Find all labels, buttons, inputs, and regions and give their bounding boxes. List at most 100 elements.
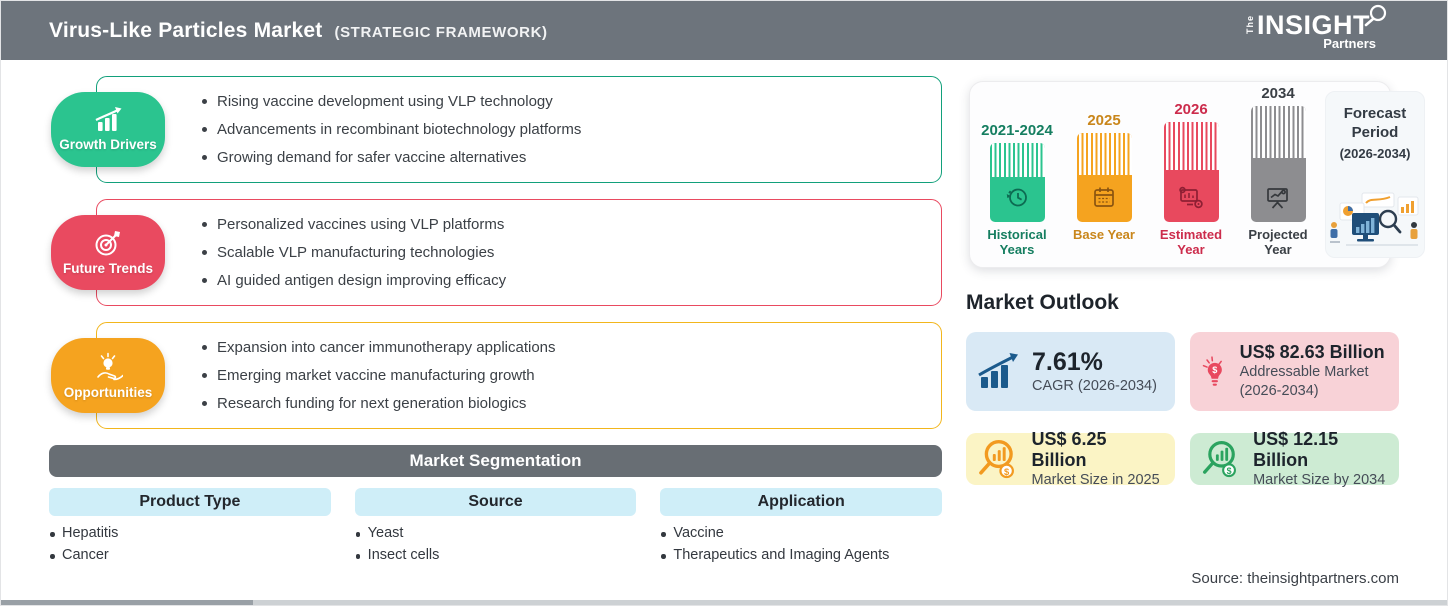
stat-text: 7.61% CAGR (2026-2034) xyxy=(1032,348,1157,396)
cagr-card: 7.61% CAGR (2026-2034) xyxy=(966,332,1175,411)
bar-year: 2021-2024 xyxy=(981,122,1053,139)
timeline-bar-projected: 2034 Projected Year xyxy=(1242,85,1314,258)
list-item: Hepatitis xyxy=(49,525,331,541)
estimated-year-bar xyxy=(1163,122,1219,222)
bullet-item: Scalable VLP manufacturing technologies xyxy=(202,241,506,264)
bullet-item: Expansion into cancer immunotherapy appl… xyxy=(202,336,556,359)
future-trends-section: Future Trends Personalized vaccines usin… xyxy=(49,199,942,306)
market-size-2034-card: $ US$ 12.15 Billion Market Size by 2034 xyxy=(1190,429,1399,488)
bar-year: 2034 xyxy=(1261,85,1295,102)
growth-drivers-bullets: Rising vaccine development using VLP tec… xyxy=(97,86,581,174)
title-wrap: Virus-Like Particles Market (STRATEGIC F… xyxy=(49,19,548,43)
growth-drivers-badge: Growth Drivers xyxy=(51,92,165,167)
page-title: Virus-Like Particles Market xyxy=(49,18,323,42)
framework-column: Growth Drivers Rising vaccine developmen… xyxy=(49,76,943,569)
svg-text:$: $ xyxy=(1004,466,1010,477)
future-trends-bullets: Personalized vaccines using VLP platform… xyxy=(97,209,506,297)
list-item: Yeast xyxy=(355,525,637,541)
monitor-gear-icon xyxy=(1179,186,1203,209)
stat-label: Market Size in 2025 xyxy=(1031,471,1160,488)
bullet-item: Emerging market vaccine manufacturing gr… xyxy=(202,364,556,387)
stat-text: US$ 6.25 Billion Market Size in 2025 xyxy=(1031,429,1165,490)
bar-label: Projected Year xyxy=(1248,227,1308,257)
bullet-item: Rising vaccine development using VLP tec… xyxy=(202,90,581,113)
growth-chart-icon xyxy=(95,107,122,131)
svg-text:$: $ xyxy=(1227,466,1232,476)
segmentation-col-product-type: Product Type Hepatitis Cancer xyxy=(49,488,331,569)
timeline-bar-estimated: 2026 Estimated Y xyxy=(1155,101,1227,258)
growth-drivers-box: Rising vaccine development using VLP tec… xyxy=(96,76,942,183)
market-segmentation-bar: Market Segmentation xyxy=(49,445,942,477)
magnifier-icon xyxy=(1364,4,1387,27)
insight-partners-logo: The INSIGHT Partners xyxy=(1244,4,1389,50)
bullet-item: Advancements in recombinant biotechnolog… xyxy=(202,118,581,141)
bar-label: Base Year xyxy=(1073,227,1135,242)
segmentation-items: Vaccine Therapeutics and Imaging Agents xyxy=(660,525,942,563)
bottom-strip xyxy=(1,600,1447,605)
bullet-item: Growing demand for safer vaccine alterna… xyxy=(202,146,581,169)
segmentation-col-source: Source Yeast Insect cells xyxy=(354,488,637,569)
market-outlook-title: Market Outlook xyxy=(966,291,1119,314)
future-trends-label: Future Trends xyxy=(62,260,153,276)
segmentation-items: Hepatitis Cancer xyxy=(49,525,331,563)
list-item: Therapeutics and Imaging Agents xyxy=(660,547,942,563)
calendar-icon xyxy=(1094,187,1114,207)
opportunities-bullets: Expansion into cancer immunotherapy appl… xyxy=(97,332,556,420)
stat-label: Market Size by 2034 xyxy=(1253,471,1386,488)
future-trends-badge: Future Trends xyxy=(51,215,165,290)
stat-value: US$ 12.15 Billion xyxy=(1253,428,1339,470)
timeline-bars: 2021-2024 Historical Years 2025 xyxy=(981,85,1314,258)
logo-wordmark: INSIGHT xyxy=(1256,9,1370,40)
market-segmentation-title: Market Segmentation xyxy=(409,451,582,470)
page-subtitle: (STRATEGIC FRAMEWORK) xyxy=(334,23,548,41)
analytics-illustration xyxy=(1330,192,1419,246)
idea-hand-icon xyxy=(97,352,123,380)
source-attribution: Source: theinsightpartners.com xyxy=(1191,570,1399,587)
addressable-market-card: $ US$ 82.63 Billion Addressable Market (… xyxy=(1190,332,1399,411)
projected-year-bar xyxy=(1250,106,1306,222)
magnifier-chart-dollar-icon: $ xyxy=(1202,441,1236,478)
forecast-title: Forecast Period xyxy=(1343,105,1407,141)
opportunities-badge: Opportunities xyxy=(51,338,165,413)
future-trends-box: Personalized vaccines using VLP platform… xyxy=(96,199,942,306)
list-item: Insect cells xyxy=(355,547,637,563)
timeline-bar-base: 2025 Base Year xyxy=(1068,112,1140,258)
bullet-item: Personalized vaccines using VLP platform… xyxy=(202,213,506,236)
opportunities-label: Opportunities xyxy=(63,384,153,400)
bar-year: 2025 xyxy=(1087,112,1121,129)
segmentation-col-application: Application Vaccine Therapeutics and Ima… xyxy=(660,488,943,569)
bullet-item: AI guided antigen design improving effic… xyxy=(202,269,506,292)
stat-value: US$ 82.63 Billion xyxy=(1239,342,1385,363)
growth-drivers-label: Growth Drivers xyxy=(59,137,157,152)
stat-text: US$ 12.15 Billion Market Size by 2034 xyxy=(1253,429,1389,490)
segmentation-header: Source xyxy=(354,488,637,516)
logo-top: The INSIGHT xyxy=(1244,4,1389,40)
list-item: Cancer xyxy=(49,547,331,563)
base-year-bar xyxy=(1076,133,1132,222)
segmentation-columns: Product Type Hepatitis Cancer Source Yea… xyxy=(49,488,943,569)
market-outlook-cards: 7.61% CAGR (2026-2034) $ US$ 82.63 Billi… xyxy=(966,332,1399,488)
stat-value: US$ 6.25 Billion xyxy=(1031,428,1107,470)
growth-arrow-chart-icon xyxy=(978,352,1018,388)
bar-label: Estimated Year xyxy=(1159,227,1223,257)
bar-year: 2026 xyxy=(1174,101,1208,118)
bar-label: Historical Years xyxy=(987,227,1047,257)
segmentation-header: Product Type xyxy=(49,488,331,516)
list-item: Vaccine xyxy=(660,525,942,541)
magnifier-chart-dollar-icon: $ xyxy=(979,440,1014,479)
stat-text: US$ 82.63 Billion Addressable Market (20… xyxy=(1240,342,1389,400)
opportunities-box: Expansion into cancer immunotherapy appl… xyxy=(96,322,942,429)
header: Virus-Like Particles Market (STRATEGIC F… xyxy=(1,1,1447,60)
target-icon xyxy=(95,230,120,255)
segmentation-items: Yeast Insect cells xyxy=(355,525,637,563)
historical-bar xyxy=(989,143,1045,222)
bullet-item: Research funding for next generation bio… xyxy=(202,392,556,415)
opportunities-section: Opportunities Expansion into cancer immu… xyxy=(49,322,942,429)
market-size-2025-card: $ US$ 6.25 Billion Market Size in 2025 xyxy=(966,429,1175,488)
timeline-card: 2021-2024 Historical Years 2025 xyxy=(969,81,1425,268)
stat-label: Addressable Market (2026-2034) xyxy=(1239,364,1369,399)
stat-value: 7.61% xyxy=(1032,347,1103,376)
stat-label: CAGR (2026-2034) xyxy=(1032,377,1157,394)
logo-the: The xyxy=(1244,15,1255,35)
